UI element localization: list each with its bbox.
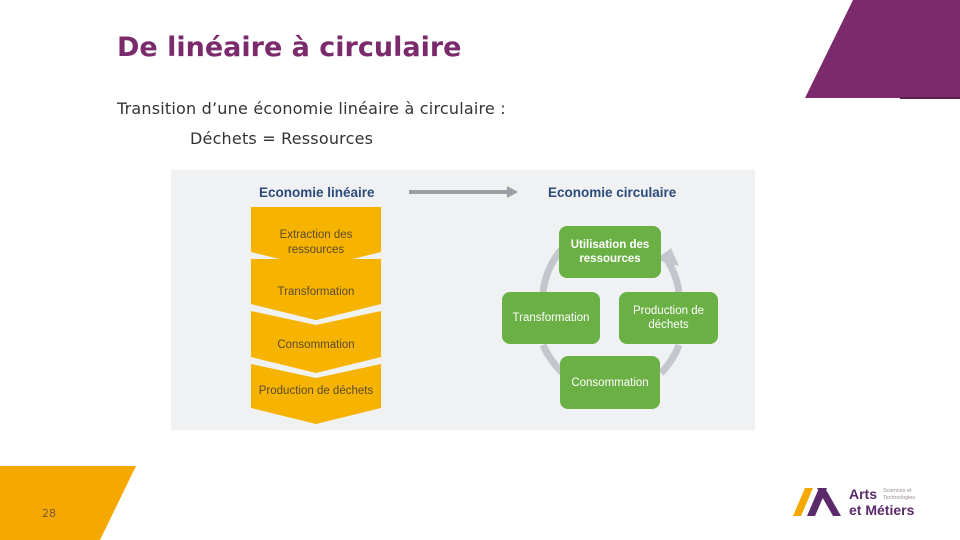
- cycle-box-use: Utilisation des ressources: [559, 226, 661, 278]
- cycle-box-transformation: Transformation: [502, 292, 600, 344]
- chevron-waste: [251, 364, 381, 424]
- logo-mark-icon: [793, 488, 841, 516]
- linear-step-label: Consommation: [277, 339, 355, 351]
- logo-line1: Arts: [849, 486, 878, 502]
- economy-diagram: Economie linéaire Economie circulaire Ex…: [171, 170, 755, 430]
- corner-decoration-bottom: [0, 466, 136, 540]
- corner-decoration-top: [805, 0, 960, 99]
- logo-tagline2: Technologies: [883, 495, 916, 501]
- linear-step-label: Extraction des ressources: [279, 229, 353, 256]
- page-title: De linéaire à circulaire: [117, 32, 462, 63]
- linear-heading: Economie linéaire: [259, 185, 375, 200]
- linear-step-label: Production de déchets: [258, 385, 374, 397]
- chevron-consumption: [251, 311, 381, 373]
- circular-heading: Economie circulaire: [548, 185, 677, 200]
- linear-chevrons: [251, 207, 381, 424]
- arts-et-metiers-logo: Arts et Métiers Sciences et Technologies: [793, 486, 933, 520]
- equation-text: Déchets = Ressources: [190, 129, 374, 148]
- logo-tagline1: Sciences et: [883, 488, 912, 494]
- cycle-arrowhead: [657, 248, 679, 266]
- linear-step-label: Transformation: [277, 286, 355, 298]
- logo-line2: et Métiers: [849, 502, 915, 518]
- cycle-box-waste: Production de déchets: [619, 292, 718, 344]
- subtitle: Transition d’une économie linéaire à cir…: [117, 99, 506, 118]
- page-number: 28: [42, 507, 56, 520]
- transition-arrow: [409, 186, 518, 198]
- chevron-extraction: [251, 207, 381, 268]
- cycle-box-consumption: Consommation: [560, 356, 660, 409]
- diagram-graphics: [251, 186, 683, 424]
